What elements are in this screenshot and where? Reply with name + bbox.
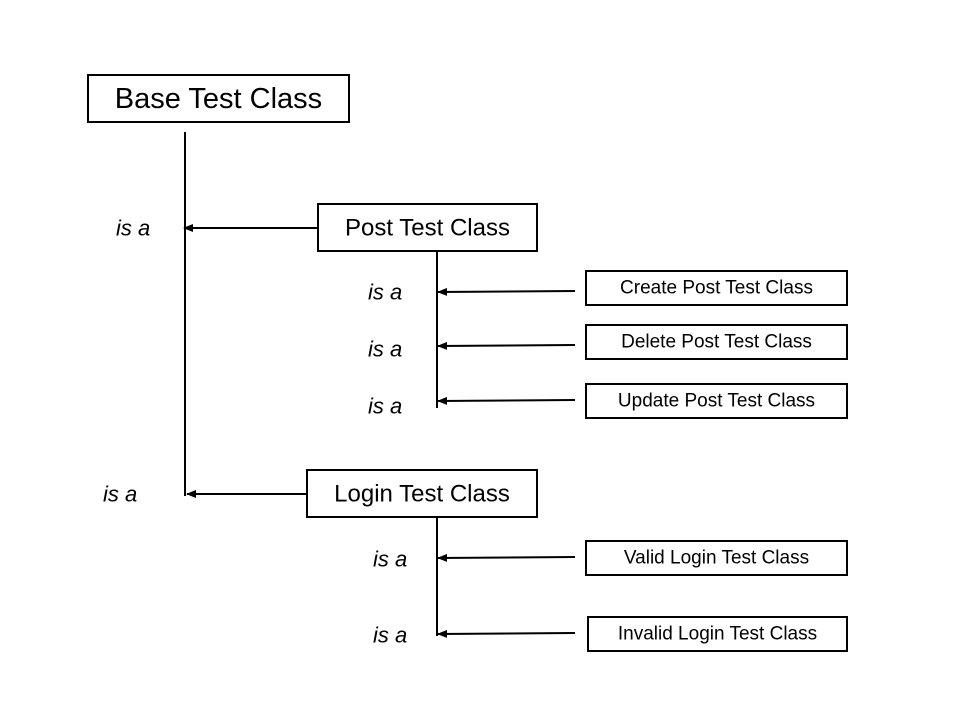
node-create-post-test-class: Create Post Test Class	[585, 270, 848, 306]
node-base-label: Base Test Class	[115, 83, 322, 115]
arrow-valid-to-login	[437, 553, 576, 562]
node-login-label: Login Test Class	[334, 481, 510, 508]
arrow-delete-to-post	[437, 341, 576, 350]
arrow-update-to-post	[437, 396, 576, 405]
node-invalid-login-test-class: Invalid Login Test Class	[587, 616, 848, 652]
edge-label-delete-post: is a	[368, 337, 402, 362]
arrow-invalid-to-login	[437, 629, 576, 638]
node-invalid-login-label: Invalid Login Test Class	[618, 624, 817, 645]
node-update-post-test-class: Update Post Test Class	[585, 383, 848, 419]
node-valid-login-test-class: Valid Login Test Class	[585, 540, 848, 576]
edge-label-invalid-login: is a	[373, 623, 407, 648]
arrow-create-to-post	[437, 287, 576, 296]
node-valid-login-label: Valid Login Test Class	[624, 548, 809, 569]
edge-label-create-post: is a	[368, 280, 402, 305]
edge-label-post-base: is a	[116, 216, 150, 241]
node-base-test-class: Base Test Class	[87, 74, 350, 123]
node-create-post-label: Create Post Test Class	[620, 278, 813, 299]
node-delete-post-test-class: Delete Post Test Class	[585, 324, 848, 360]
node-delete-post-label: Delete Post Test Class	[621, 332, 812, 353]
node-login-test-class: Login Test Class	[306, 469, 538, 518]
node-update-post-label: Update Post Test Class	[618, 391, 815, 412]
node-post-label: Post Test Class	[345, 215, 510, 242]
edge-label-update-post: is a	[368, 394, 402, 419]
node-post-test-class: Post Test Class	[317, 203, 538, 252]
edge-label-login-base: is a	[103, 482, 137, 507]
edge-label-valid-login: is a	[373, 547, 407, 572]
